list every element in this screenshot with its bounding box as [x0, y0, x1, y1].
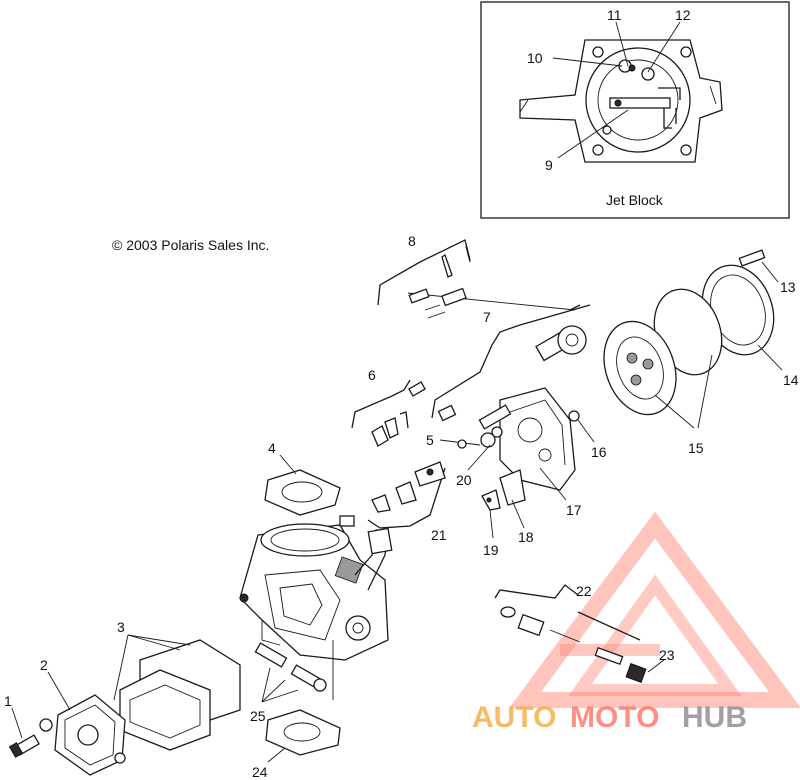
- part-1-screw: 1: [4, 693, 40, 758]
- callout-15: 15: [688, 440, 704, 456]
- part-group-8: 8: [377, 233, 581, 319]
- callout-24: 24: [252, 764, 268, 780]
- part-group-21: 21: [367, 461, 447, 543]
- callout-7: 7: [483, 309, 491, 325]
- callout-17: 17: [566, 502, 582, 518]
- watermark-moto: MOTO: [570, 701, 659, 734]
- callout-10: 10: [527, 50, 543, 66]
- copyright-text: © 2003 Polaris Sales Inc.: [112, 237, 269, 253]
- part-group-13-14-15: 13 14 15: [603, 249, 799, 456]
- part-group-6: 6: [351, 367, 426, 447]
- callout-6: 6: [368, 367, 376, 383]
- callout-16: 16: [591, 444, 607, 460]
- callout-21: 21: [431, 527, 447, 543]
- part-2-cover: 2: [39, 657, 126, 776]
- watermark-logo: [509, 511, 800, 708]
- callout-20: 20: [456, 472, 472, 488]
- callout-1: 1: [4, 693, 12, 709]
- callout-25: 25: [250, 708, 266, 724]
- part-16: 16: [568, 410, 607, 460]
- callout-22: 22: [576, 583, 592, 599]
- callout-14: 14: [783, 372, 799, 388]
- callout-3: 3: [117, 619, 125, 635]
- pump-body-17: 5 17: [426, 387, 582, 518]
- callout-18: 18: [518, 529, 534, 545]
- jet-block-inset: 10 11 12 9 Jet Block: [480, 1, 790, 219]
- watermark-auto: AUTO: [472, 701, 556, 734]
- part-group-3: 3: [113, 619, 241, 751]
- watermark-text: AUTO MOTO HUB: [472, 701, 747, 734]
- callout-19: 19: [483, 542, 499, 558]
- callout-4: 4: [268, 440, 276, 456]
- part-group-7: 7: [431, 304, 591, 422]
- callout-2: 2: [40, 657, 48, 673]
- callout-12: 12: [675, 7, 691, 23]
- part-18-19: 18 19: [481, 469, 534, 558]
- callout-23: 23: [659, 647, 675, 663]
- part-group-25: 25: [250, 642, 327, 724]
- carburetor-body: [239, 515, 393, 700]
- watermark-hub: HUB: [682, 701, 747, 734]
- inset-title: Jet Block: [606, 192, 664, 208]
- callout-11: 11: [607, 7, 622, 23]
- callout-8: 8: [408, 233, 416, 249]
- callout-9: 9: [545, 157, 553, 173]
- callout-13: 13: [780, 279, 796, 295]
- part-20: 20: [456, 444, 491, 488]
- part-group-22-23: 22 23: [494, 583, 675, 683]
- part-24-gasket: 24: [252, 709, 341, 780]
- callout-5: 5: [426, 432, 434, 448]
- part-4-gasket: 4: [264, 440, 341, 516]
